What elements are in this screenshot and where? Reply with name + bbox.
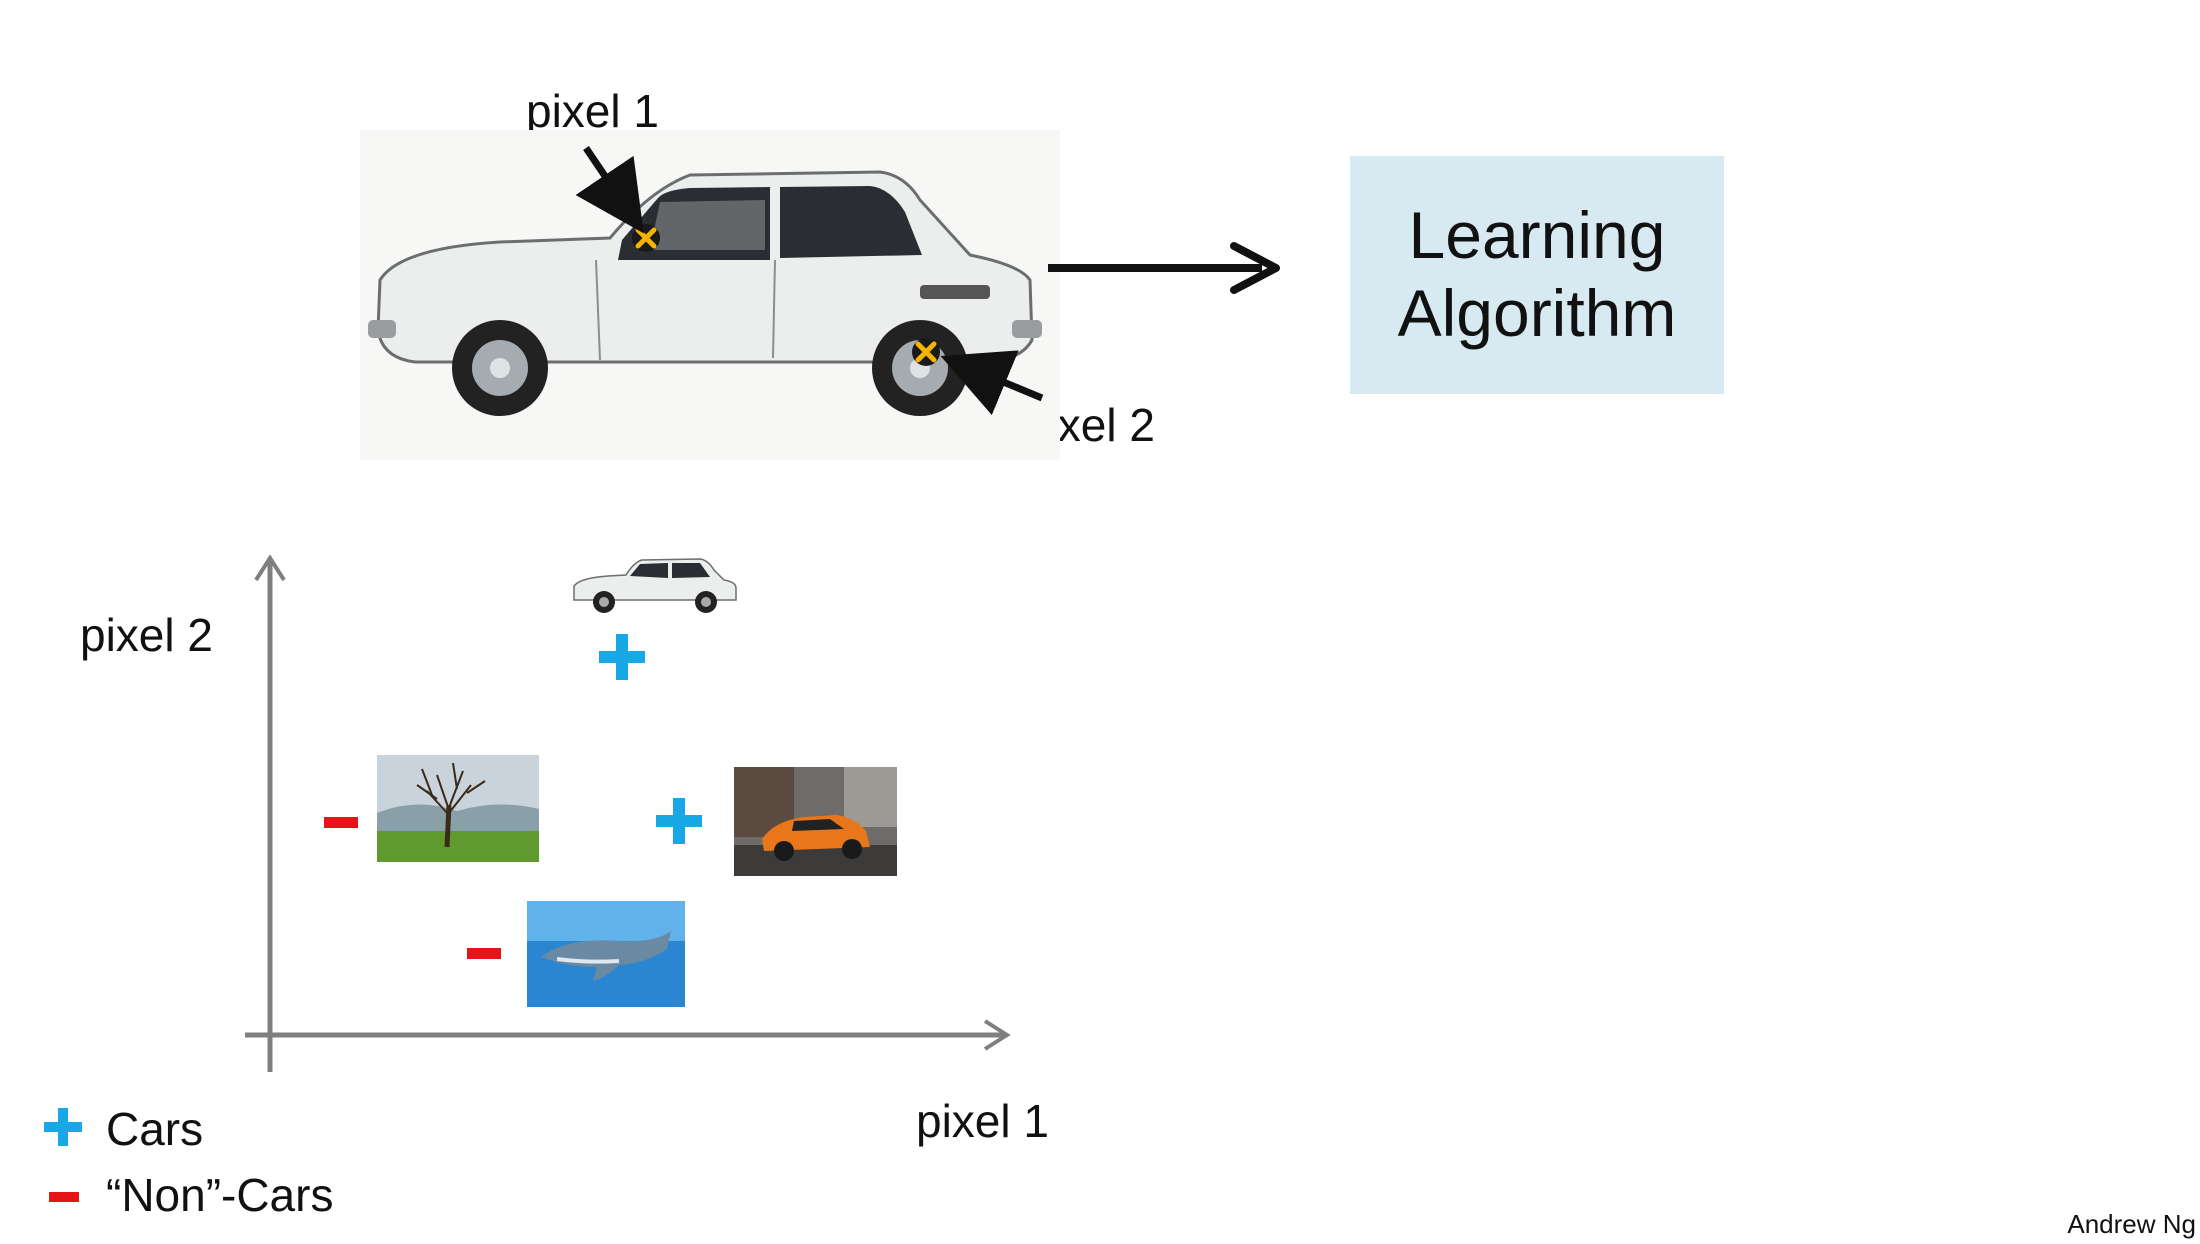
- to-learning-algorithm-arrow: [1048, 242, 1280, 294]
- author-credit: Andrew Ng: [2067, 1209, 2196, 1239]
- legend-cars-label: Cars: [106, 1103, 204, 1155]
- dolphin-image: [527, 901, 685, 1007]
- learning-algorithm-box: Learning Algorithm: [1350, 156, 1724, 394]
- noncar-minus-marker-2: [467, 948, 501, 959]
- pixel1-callout-arrow: [575, 146, 644, 234]
- x-axis-label: pixel 1: [916, 1095, 1049, 1147]
- y-axis-label: pixel 2: [80, 609, 213, 661]
- legend-noncars-label: “Non”-Cars: [106, 1169, 334, 1221]
- sports-car-image: [734, 767, 897, 876]
- arrows-layer: [575, 146, 1280, 416]
- tree-image: [377, 755, 539, 862]
- legend-minus-icon: [49, 1192, 79, 1202]
- pixel2-marker-icon: [912, 338, 940, 366]
- pixel1-callout-label: pixel 1: [526, 85, 659, 137]
- learning-box-line1: Learning: [1408, 198, 1666, 273]
- legend-plus-icon: [44, 1108, 82, 1146]
- learning-box-line2: Algorithm: [1397, 276, 1677, 350]
- noncar-minus-marker-1: [324, 817, 358, 828]
- pixel2-callout-arrow: [940, 350, 1044, 416]
- small-car-image: [568, 548, 740, 618]
- car-plus-marker-1: [599, 634, 645, 680]
- plot-axes: [245, 554, 1011, 1072]
- car-plus-marker-2: [656, 798, 702, 844]
